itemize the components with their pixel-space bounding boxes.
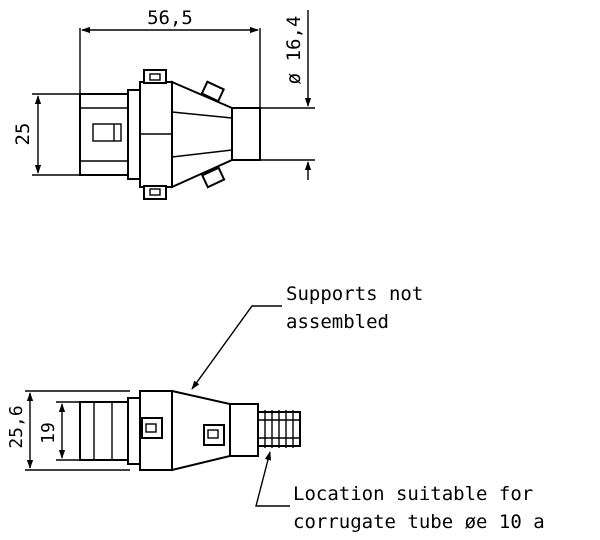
supports-note-line2: assembled	[286, 311, 389, 333]
clip-bottom-left	[143, 185, 167, 200]
height-outer-dimension-label: 25,6	[6, 405, 27, 448]
clip-top-left	[143, 69, 167, 84]
diameter-dimension-label: ø 16,4	[283, 16, 305, 85]
side-view: 25,6 19	[6, 389, 301, 472]
supports-note-line1: Supports not	[286, 283, 423, 305]
side-connector-outlet	[229, 403, 259, 457]
location-note-line2: corrugate tube øe 10 a	[293, 511, 545, 533]
side-clip-right	[203, 424, 225, 446]
clip-top-right	[200, 80, 226, 103]
top-view: 56,5 25 ø 16,4	[12, 7, 315, 200]
connector-cone	[171, 80, 233, 189]
location-note-line1: Location suitable for	[293, 483, 533, 505]
height-inner-dimension-label: 19	[38, 422, 59, 444]
supports-leader-line	[191, 305, 282, 390]
location-leader-line	[255, 451, 290, 507]
corrugated-tube	[257, 410, 301, 448]
clip-bottom-right	[200, 166, 226, 189]
length-dimension-label: 56,5	[147, 7, 193, 29]
callout-supports: Supports not assembled	[191, 283, 423, 390]
callout-location: Location suitable for corrugate tube øe …	[255, 451, 545, 533]
side-connector-front	[79, 401, 129, 461]
height-top-dimension-label: 25	[12, 123, 34, 146]
side-clip-left	[141, 417, 163, 439]
connector-outlet	[231, 107, 261, 161]
